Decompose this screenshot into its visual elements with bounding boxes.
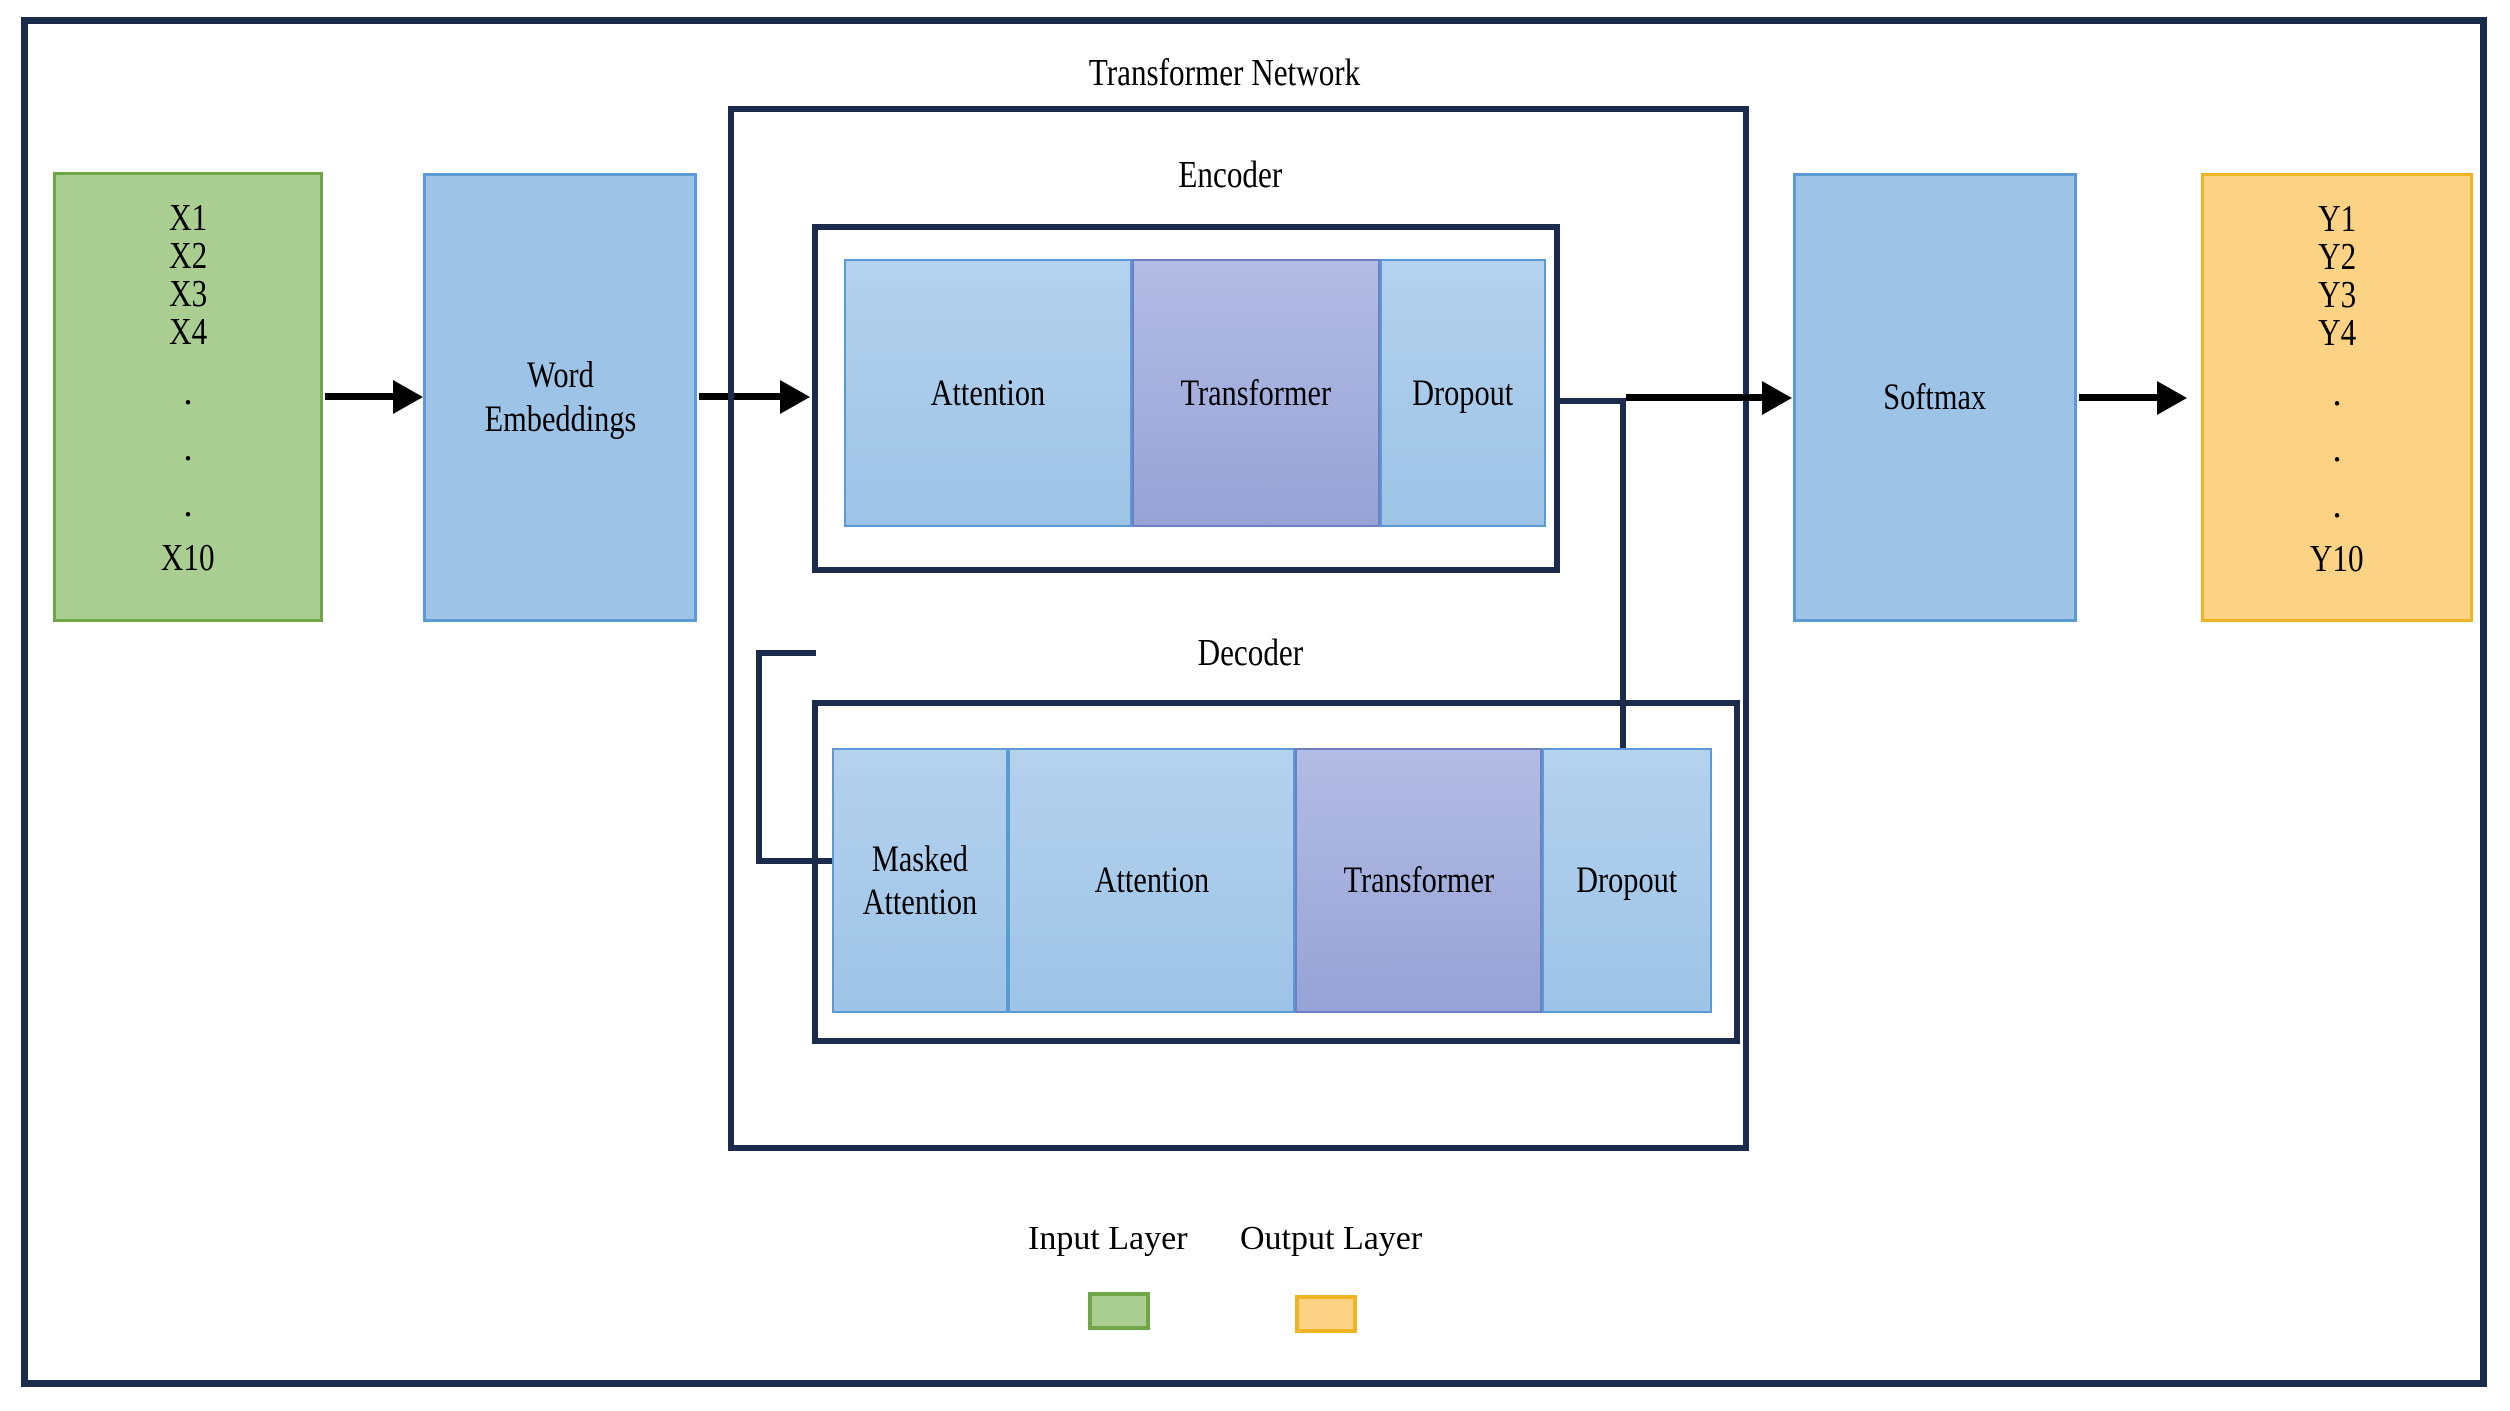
arrow-input-to-embeddings xyxy=(325,380,425,414)
transformer-network-title: Transformer Network xyxy=(1089,52,1361,94)
input-ellipsis-dot: . xyxy=(183,371,193,413)
connector-encoder-to-decoder-vertical xyxy=(1620,398,1626,864)
output-item: Y1 xyxy=(2317,198,2357,240)
output-item: Y4 xyxy=(2317,312,2357,354)
arrow-embeddings-to-encoder xyxy=(699,380,819,414)
decoder-group xyxy=(812,700,1740,1044)
connector-decoder-in-vertical xyxy=(756,650,762,864)
decoder-title: Decoder xyxy=(1197,632,1303,674)
legend-swatch-input xyxy=(1088,1292,1150,1330)
output-ellipsis-dot: . xyxy=(2332,428,2342,470)
encoder-cell-attention: Attention xyxy=(844,259,1132,527)
output-item: Y2 xyxy=(2317,236,2357,278)
transformer-network-group xyxy=(728,106,1749,1151)
softmax-box: Softmax xyxy=(1793,173,2077,622)
word-embeddings-label: Word Embeddings xyxy=(484,354,636,440)
connector-decoder-in-horizontal xyxy=(756,650,816,656)
input-item: X2 xyxy=(168,235,208,277)
decoder-cell-dropout: Dropout xyxy=(1542,748,1712,1013)
encoder-cell-dropout: Dropout xyxy=(1380,259,1546,527)
encoder-transformer-label: Transformer xyxy=(1180,372,1332,414)
encoder-dropout-label: Dropout xyxy=(1412,372,1514,414)
decoder-transformer-label: Transformer xyxy=(1343,860,1494,901)
decoder-cell-masked-attention: Masked Attention xyxy=(832,748,1008,1013)
arrow-transformer-to-softmax xyxy=(1626,381,1801,415)
decoder-dropout-label: Dropout xyxy=(1576,860,1678,901)
decoder-cell-transformer: Transformer xyxy=(1295,748,1542,1013)
input-item: X10 xyxy=(161,537,215,579)
output-ellipsis-dot: . xyxy=(2332,484,2342,526)
output-item: Y10 xyxy=(2310,538,2364,580)
input-layer-box: X1 X2 X3 X4 . . . X10 xyxy=(53,172,323,622)
input-item: X4 xyxy=(168,311,208,353)
decoder-cell-attention: Attention xyxy=(1008,748,1295,1013)
encoder-cell-transformer: Transformer xyxy=(1132,259,1380,527)
input-item: X1 xyxy=(168,197,208,239)
output-item: Y3 xyxy=(2317,274,2357,316)
input-item: X3 xyxy=(168,273,208,315)
word-embeddings-box: Word Embeddings xyxy=(423,173,697,622)
legend-swatch-output xyxy=(1295,1295,1357,1333)
output-layer-box: Y1 Y2 Y3 Y4 . . . Y10 xyxy=(2201,173,2473,622)
output-ellipsis-dot: . xyxy=(2332,372,2342,414)
encoder-title: Encoder xyxy=(1178,154,1282,196)
connector-encoder-out-horizontal xyxy=(1556,398,1626,404)
input-ellipsis-dot: . xyxy=(183,483,193,525)
arrow-softmax-to-output xyxy=(2079,381,2199,415)
legend-label-input: Input Layer xyxy=(1028,1220,1188,1257)
encoder-attention-label: Attention xyxy=(930,372,1046,414)
decoder-attention-label: Attention xyxy=(1094,860,1209,901)
decoder-masked-attention-label: Masked Attention xyxy=(862,838,978,923)
softmax-label: Softmax xyxy=(1883,376,1987,418)
input-ellipsis-dot: . xyxy=(183,427,193,469)
legend-label-output: Output Layer xyxy=(1240,1220,1423,1257)
